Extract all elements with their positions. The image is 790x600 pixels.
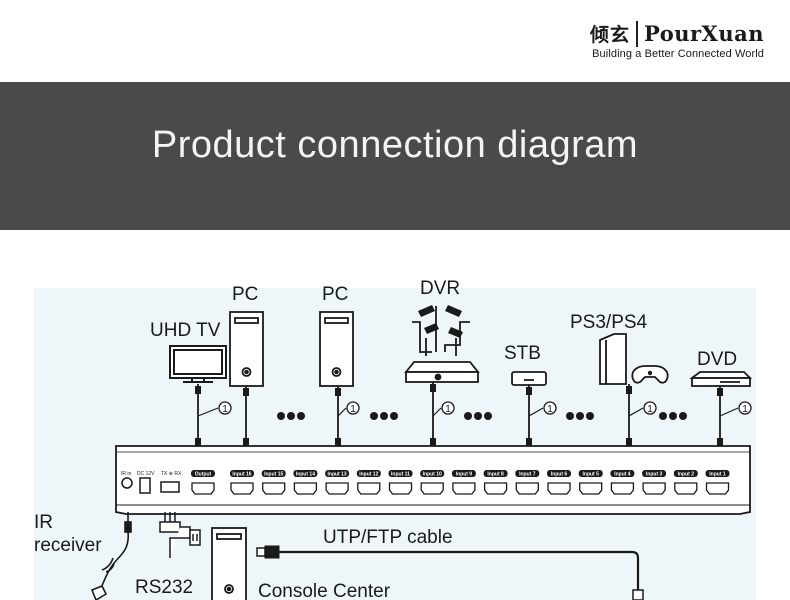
- pc1-tower-icon: [229, 311, 264, 387]
- input-port: Input 1: [705, 470, 730, 495]
- cable-marker: 1: [719, 401, 752, 417]
- source-cables: [197, 382, 721, 446]
- input-port: Input 14: [293, 470, 318, 495]
- cable-marker-text: 1: [547, 404, 553, 415]
- pc1-label: PC: [232, 284, 258, 305]
- input-port: Input 15: [261, 470, 286, 495]
- txrx-port-label: TX ⊕ RX: [161, 471, 182, 477]
- cable-marker-text: 1: [742, 404, 748, 415]
- dc-power-port: [139, 477, 151, 494]
- cable-marker: 1: [337, 401, 360, 417]
- rs232-connector-icon: [159, 512, 201, 558]
- brand-tagline: Building a Better Connected World: [592, 48, 764, 60]
- uhd-tv-icon: [169, 345, 227, 383]
- input-port-label: Input 1: [709, 472, 726, 478]
- cable-marker: 1: [432, 401, 455, 417]
- input-port-label: Input 9: [456, 472, 473, 478]
- ps-label: PS3/PS4: [570, 312, 648, 333]
- ir-receiver-icon: [90, 512, 132, 600]
- cable-marker-text: 1: [647, 404, 653, 415]
- ps-console-icon: [599, 333, 669, 385]
- input-port-label: Input 12: [359, 472, 378, 478]
- ellipsis-dots: [277, 412, 687, 420]
- input-port-label: Input 6: [551, 472, 568, 478]
- brand-chinese-name: 倾玄: [589, 24, 630, 46]
- input-port: Input 7: [515, 470, 540, 495]
- matrix-switch: [115, 445, 751, 515]
- cable-marker-text: 1: [445, 404, 451, 415]
- input-port: Input 4: [610, 470, 635, 495]
- cable-marker-text: 1: [222, 404, 228, 415]
- input-port-label: Input 5: [583, 472, 600, 478]
- page-title: Product connection diagram: [151, 124, 639, 166]
- input-port: Input 16: [230, 470, 254, 495]
- pc2-label: PC: [322, 284, 348, 305]
- input-port: Input 12: [356, 470, 381, 495]
- input-port: Input 3: [642, 470, 667, 495]
- input-port: Input 11: [388, 470, 413, 495]
- cable-marker: 1: [628, 401, 657, 417]
- input-port: Input 5: [578, 470, 603, 495]
- output-port: Output: [191, 470, 215, 495]
- input-port-label: Input 11: [391, 472, 410, 478]
- dvd-player-icon: [689, 371, 753, 387]
- brand-divider: [635, 20, 638, 47]
- cable-marker: 1: [528, 401, 557, 417]
- brand-name: PourXuan: [643, 21, 764, 46]
- input-port-label: Input 4: [614, 472, 631, 478]
- uhd-tv-label: UHD TV: [150, 320, 221, 341]
- input-port: Input 8: [483, 470, 508, 495]
- diagram-background: [34, 288, 756, 600]
- dc-port-label: DC 12V: [137, 471, 155, 477]
- cable-marker-text: 1: [350, 404, 356, 415]
- input-port: Input 2: [673, 470, 698, 495]
- cable-plugs: [195, 384, 723, 446]
- ir-in-port-label: IR in: [121, 471, 132, 477]
- console-center-tower-icon: [211, 527, 247, 600]
- rs232-label: RS232: [135, 577, 193, 598]
- input-port-label: Input 7: [519, 472, 536, 478]
- input-port: Input 6: [547, 470, 571, 495]
- cable-marker: 1: [197, 401, 232, 417]
- utp-cable-label: UTP/FTP cable: [323, 527, 453, 548]
- dvr-icon: [404, 305, 480, 383]
- input-ports: Input 16 Input 15 Input 14 Input 13 Input 12…: [230, 470, 730, 495]
- input-port-label: Input 16: [232, 472, 251, 478]
- stb-icon: [511, 371, 547, 386]
- console-center-label: Console Center: [258, 581, 391, 600]
- cable-markers: 1 1 1 1 1 1: [197, 401, 752, 417]
- stb-label: STB: [504, 343, 541, 364]
- input-port-label: Input 14: [296, 472, 315, 478]
- dvr-label: DVR: [420, 278, 460, 299]
- input-port-label: Input 13: [328, 472, 347, 478]
- input-port: Input 13: [325, 470, 350, 495]
- utp-cable: [256, 545, 644, 600]
- rs232-port: [160, 481, 180, 493]
- input-port: Input 10: [420, 470, 445, 495]
- input-port-label: Input 8: [487, 472, 504, 478]
- input-port-label: Input 2: [678, 472, 695, 478]
- input-port: Input 9: [451, 470, 476, 495]
- output-port-label: Output: [195, 472, 212, 478]
- input-port-label: Input 15: [264, 472, 283, 478]
- pc2-tower-icon: [319, 311, 354, 387]
- dvd-label: DVD: [697, 349, 737, 370]
- ir-receiver-label-line1: IR: [34, 512, 53, 533]
- input-port-label: Input 10: [423, 472, 442, 478]
- ir-receiver-label-line2: receiver: [34, 535, 102, 556]
- ir-in-port: [121, 477, 133, 489]
- brand-logo: 倾玄 PourXuan Building a Better Connected …: [590, 20, 764, 60]
- title-banner: Product connection diagram: [0, 82, 790, 230]
- input-port-label: Input 3: [646, 472, 663, 478]
